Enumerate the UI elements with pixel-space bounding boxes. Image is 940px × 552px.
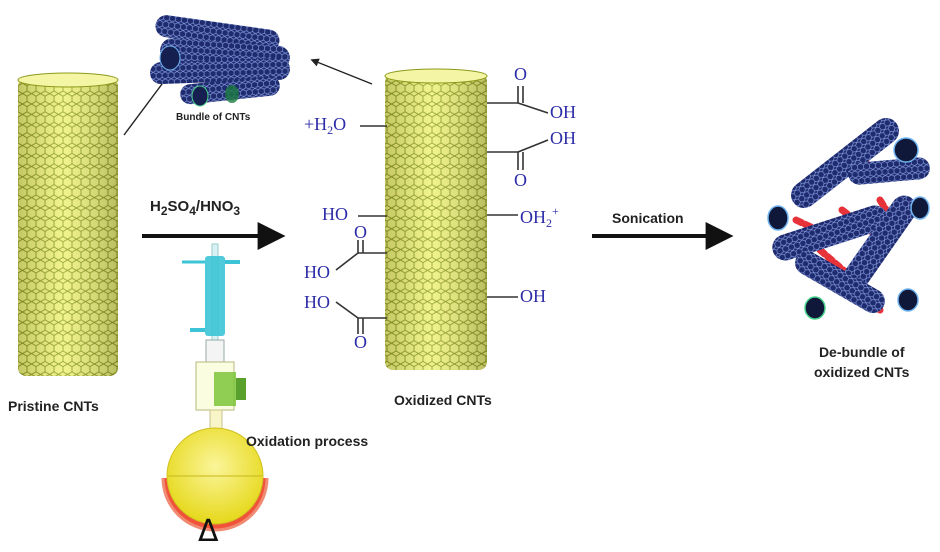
water-group: +H2O bbox=[304, 114, 347, 137]
oxidation-apparatus bbox=[161, 243, 269, 532]
oxidized-cnt-tube bbox=[384, 68, 488, 370]
carboxyl-top-oh-1: OH bbox=[550, 102, 576, 122]
heat-symbol: Δ bbox=[198, 514, 219, 549]
arrow-oxidized-to-bundle bbox=[310, 58, 373, 85]
hydroxyl-right-group: OH bbox=[520, 286, 546, 306]
carboxyl-left-o-1: O bbox=[354, 222, 367, 242]
oxonium-group: OH2+ bbox=[520, 204, 559, 230]
sonication-label: Sonication bbox=[612, 210, 684, 226]
carboxyl-top-o-2: O bbox=[514, 170, 527, 190]
functional-group-bonds bbox=[335, 86, 549, 334]
debundled-cnt-image bbox=[767, 117, 930, 320]
carboxyl-left-ho-1: HO bbox=[304, 262, 330, 282]
pristine-label: Pristine CNTs bbox=[8, 398, 99, 414]
hydroxyl-left-group: HO bbox=[322, 204, 348, 224]
carboxyl-top-o-1: O bbox=[514, 64, 527, 84]
debundle-label-line1: De-bundle of bbox=[818, 344, 905, 360]
oxidation-process-label: Oxidation process bbox=[246, 433, 369, 449]
debundle-label: De-bundle of oxidized CNTs bbox=[814, 342, 909, 382]
cnt-bundle-image bbox=[150, 15, 290, 107]
bundle-label: Bundle of CNTs bbox=[176, 112, 251, 123]
pristine-cnt-tube bbox=[17, 72, 119, 376]
reagent-label: H2SO4/HNO3 bbox=[150, 198, 241, 218]
oxidized-label: Oxidized CNTs bbox=[394, 392, 492, 408]
carboxyl-left-ho-2: HO bbox=[304, 292, 330, 312]
debundle-label-line2: oxidized CNTs bbox=[814, 364, 910, 380]
arrow-to-bundle bbox=[123, 74, 170, 136]
carboxyl-left-o-2: O bbox=[354, 332, 367, 352]
carboxyl-top-oh-2: OH bbox=[550, 128, 576, 148]
